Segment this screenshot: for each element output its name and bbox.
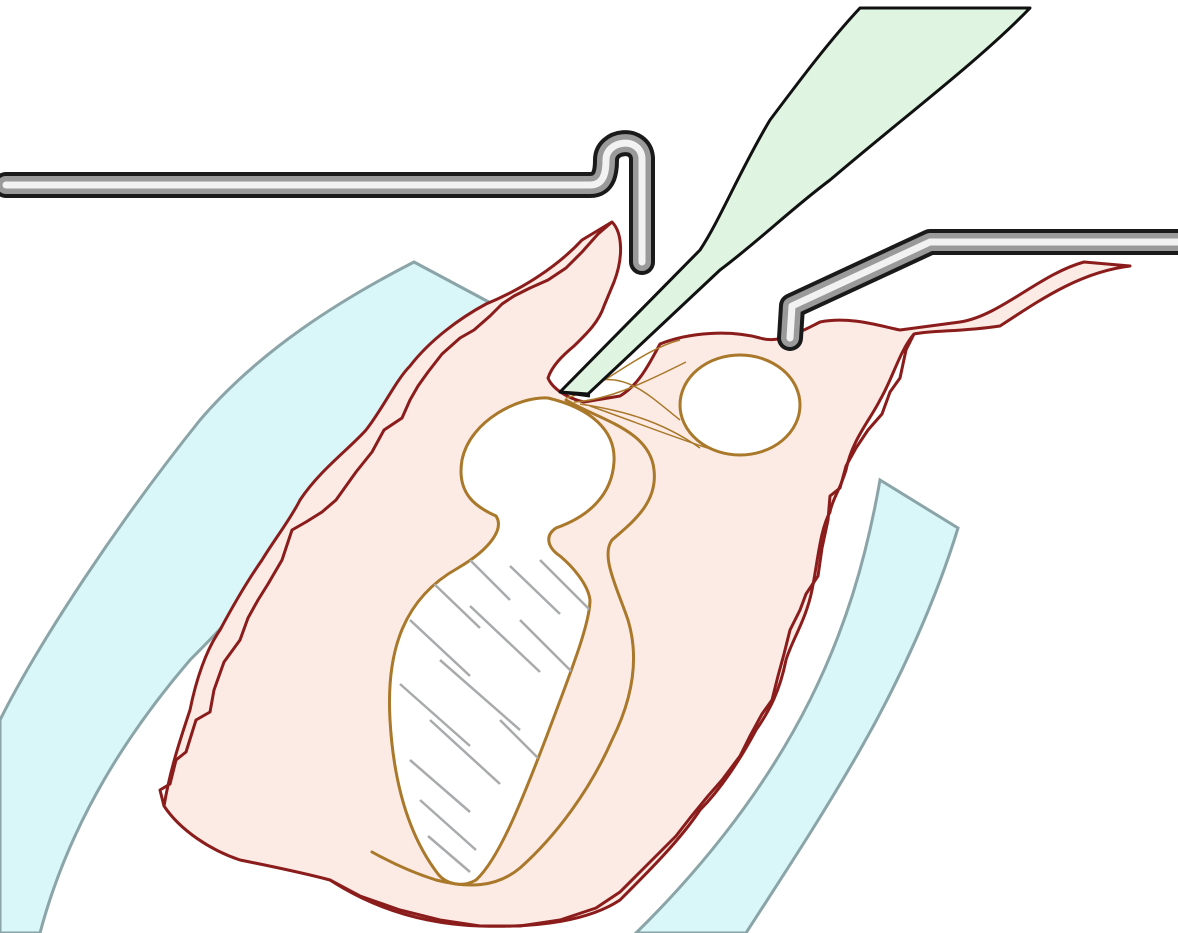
round-structure: [680, 355, 800, 455]
